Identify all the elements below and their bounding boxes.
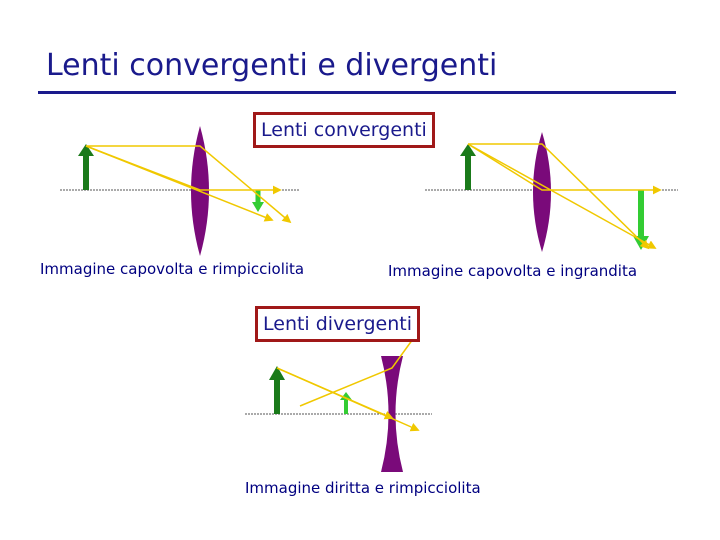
converging-lens [533, 132, 551, 252]
object-arrow [460, 144, 476, 190]
caption-reduced-inverted: Immagine capovolta e rimpicciolita [40, 260, 305, 278]
object-arrow [78, 144, 94, 190]
caption-upright-reduced: Immagine diritta e rimpicciolita [245, 479, 481, 497]
image-arrow [340, 392, 352, 414]
object-arrow [269, 366, 285, 414]
caption-enlarged-inverted: Immagine capovolta e ingrandita [388, 262, 638, 280]
slide-title: Lenti convergenti e divergenti [46, 48, 498, 83]
diagram-converging-enlarged [425, 132, 678, 252]
title-underline [38, 91, 676, 94]
converging-lenses-label: Lenti convergenti [253, 112, 435, 148]
diagram-diverging [245, 330, 432, 472]
light-rays [467, 143, 662, 250]
light-rays [276, 330, 420, 432]
diagram-converging-reduced [60, 126, 300, 256]
image-arrow [252, 190, 264, 212]
light-rays [85, 145, 292, 224]
diverging-lenses-label: Lenti divergenti [255, 306, 421, 342]
